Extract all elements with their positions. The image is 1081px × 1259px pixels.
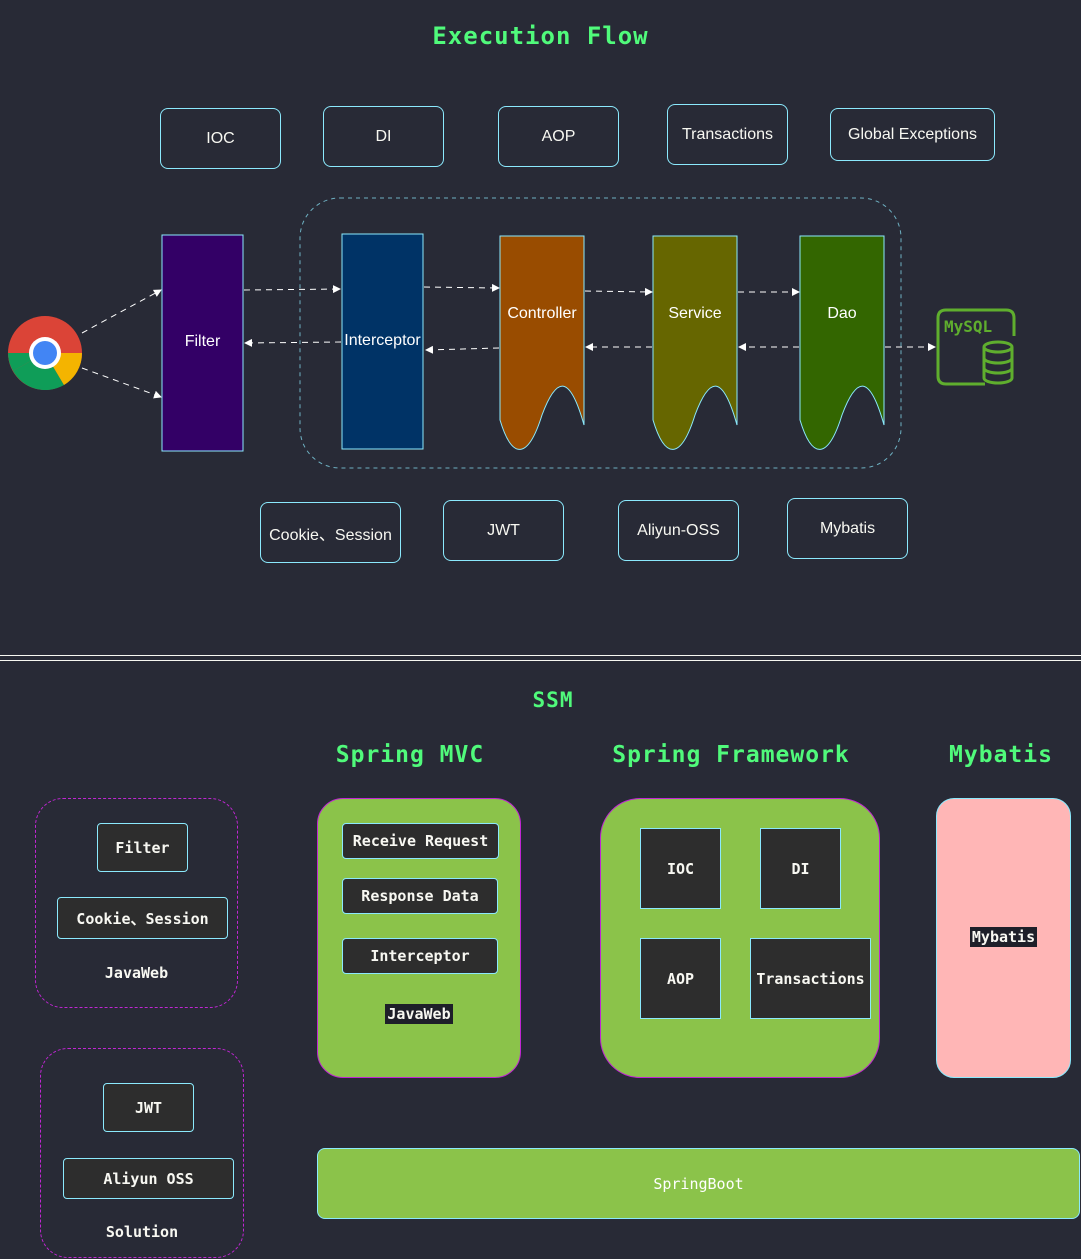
springboot-bar: SpringBoot — [317, 1148, 1080, 1219]
javaweb-group — [35, 798, 238, 1008]
framework-di: DI — [760, 828, 841, 909]
browser-icon — [8, 316, 83, 391]
execution-flow-title: Execution Flow — [432, 22, 649, 50]
tech-mybatis: Mybatis — [787, 498, 908, 559]
framework-transactions: Transactions — [750, 938, 871, 1019]
javaweb-group-label: JavaWeb — [104, 964, 169, 982]
mvc-label-wrap: JavaWeb — [317, 1004, 521, 1024]
tech-cookie-session: Cookie、Session — [260, 502, 401, 563]
springboot-label: SpringBoot — [653, 1174, 744, 1193]
javaweb-cookie-session-box: Cookie、Session — [57, 897, 228, 939]
ssm-title: SSM — [532, 688, 574, 712]
mvc-response-data: Response Data — [342, 878, 498, 914]
tech-di: DI — [323, 106, 444, 167]
solution-jwt-box: JWT — [103, 1083, 194, 1132]
tech-ioc: IOC — [160, 108, 281, 169]
service-label: Service — [668, 305, 722, 322]
mvc-javaweb-label: JavaWeb — [385, 1004, 453, 1024]
mybatis-label-wrap: Mybatis — [936, 927, 1071, 947]
section-divider — [0, 655, 1081, 661]
spring-container — [299, 197, 902, 469]
mysql-icon — [936, 308, 1016, 386]
spring-mvc-header: Spring MVC — [335, 742, 485, 768]
dao-label: Dao — [827, 305, 857, 322]
javaweb-filter-box: Filter — [97, 823, 188, 872]
solution-group-label: Solution — [105, 1223, 179, 1241]
solution-group — [40, 1048, 244, 1258]
tech-aop: AOP — [498, 106, 619, 167]
framework-ioc: IOC — [640, 828, 721, 909]
tech-transactions: Transactions — [667, 104, 788, 165]
solution-aliyun-oss-box: Aliyun OSS — [63, 1158, 234, 1199]
controller-label: Controller — [507, 305, 577, 322]
mysql-label: MySQL — [944, 317, 993, 336]
filter-label: Filter — [184, 333, 221, 350]
interceptor-layer — [341, 233, 424, 450]
tech-global-exceptions: Global Exceptions — [830, 108, 995, 161]
mvc-interceptor: Interceptor — [342, 938, 498, 974]
tech-jwt: JWT — [443, 500, 564, 561]
service-layer — [652, 235, 738, 450]
spring-framework-header: Spring Framework — [612, 742, 850, 768]
framework-aop: AOP — [640, 938, 721, 1019]
filter-layer — [161, 234, 244, 452]
interceptor-label: Interceptor — [344, 332, 421, 349]
dao-layer — [799, 235, 885, 450]
flow-diagram — [8, 197, 1016, 469]
tech-aliyun-oss: Aliyun-OSS — [618, 500, 739, 561]
controller-layer — [499, 235, 585, 450]
mybatis-header: Mybatis — [949, 742, 1053, 768]
mvc-receive-request: Receive Request — [342, 823, 499, 859]
mybatis-label: Mybatis — [969, 927, 1038, 947]
